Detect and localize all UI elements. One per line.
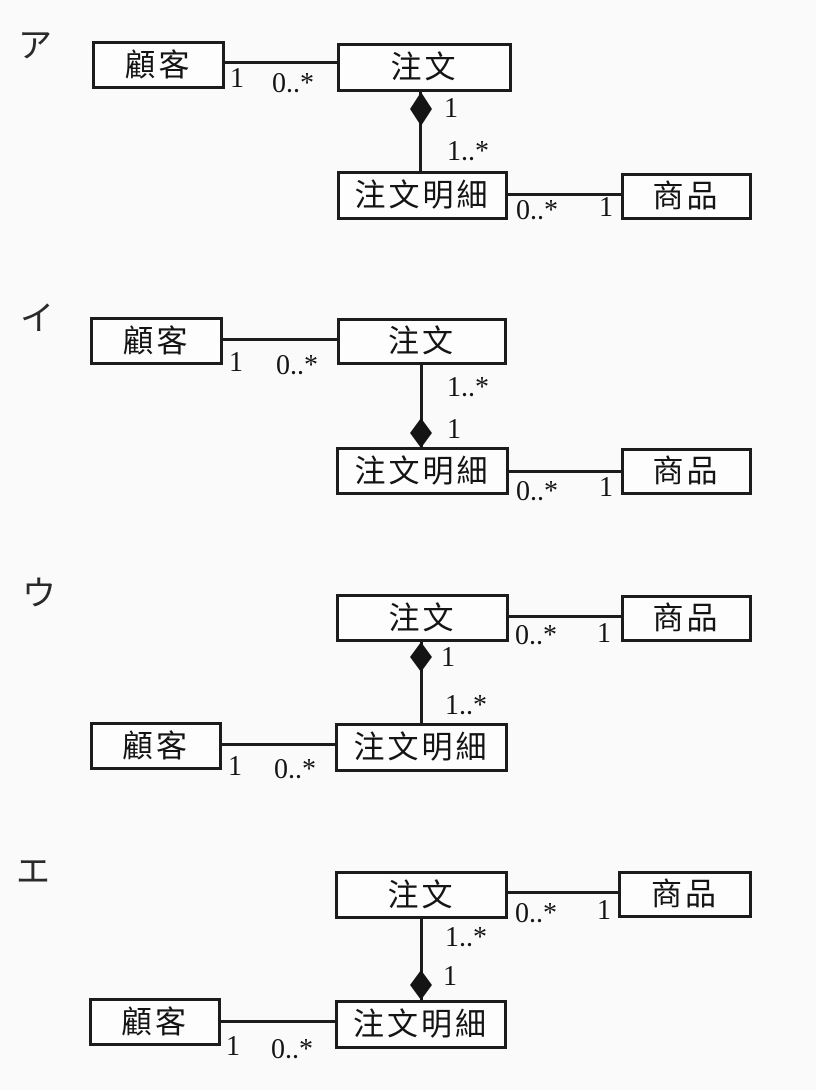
option-a-label: ア (18, 28, 52, 65)
entity-customer: 顧客 (92, 41, 225, 89)
multiplicity-label: 1 (444, 93, 458, 124)
multiplicity-label: 1 (226, 1031, 240, 1062)
multiplicity-label: 1..* (445, 922, 487, 953)
multiplicity-label: 0..* (515, 620, 557, 651)
multiplicity-label: 1 (599, 472, 613, 503)
multiplicity-label: 0..* (274, 754, 316, 785)
association-line-order-product (508, 891, 618, 894)
association-line-customer-detail (222, 743, 335, 746)
multiplicity-label: 1 (597, 895, 611, 926)
composition-diamond-icon (410, 418, 432, 448)
option-i-label: イ (20, 301, 54, 338)
entity-customer: 顧客 (90, 722, 222, 770)
entity-order-detail: 注文明細 (336, 447, 509, 495)
association-line-detail-product (509, 470, 621, 473)
entity-customer: 顧客 (90, 317, 223, 365)
entity-product: 商品 (621, 595, 752, 642)
multiplicity-label: 1 (230, 63, 244, 94)
composition-diamond-icon (410, 642, 432, 672)
multiplicity-label: 1 (597, 618, 611, 649)
composition-diamond-icon (410, 92, 432, 126)
entity-order-detail: 注文明細 (335, 723, 508, 772)
multiplicity-label: 1..* (447, 136, 489, 167)
multiplicity-label: 1 (228, 751, 242, 782)
entity-product: 商品 (621, 448, 752, 495)
composition-line-order-detail (420, 642, 423, 723)
multiplicity-label: 1 (229, 347, 243, 378)
multiplicity-label: 1 (441, 642, 455, 673)
composition-line-order-detail (419, 92, 422, 171)
composition-line-order-detail (420, 919, 423, 1000)
multiplicity-label: 0..* (515, 898, 557, 929)
multiplicity-label: 0..* (516, 476, 558, 507)
association-line-customer-order (225, 61, 337, 64)
entity-order-detail: 注文明細 (335, 1000, 507, 1049)
entity-order: 注文 (336, 594, 509, 642)
entity-product: 商品 (618, 871, 752, 918)
entity-order: 注文 (335, 871, 508, 919)
option-e-label: エ (16, 854, 50, 891)
entity-order: 注文 (337, 318, 507, 365)
multiplicity-label: 0..* (271, 1034, 313, 1065)
association-line-customer-detail (221, 1020, 335, 1023)
multiplicity-label: 0..* (276, 350, 318, 381)
multiplicity-label: 0..* (272, 68, 314, 99)
entity-customer: 顧客 (89, 998, 221, 1046)
multiplicity-label: 0..* (516, 195, 558, 226)
composition-line-order-detail (420, 365, 423, 447)
multiplicity-label: 1..* (447, 372, 489, 403)
association-line-order-product (509, 615, 621, 618)
association-line-detail-product (508, 193, 621, 196)
multiplicity-label: 1..* (445, 690, 487, 721)
association-line-customer-order (223, 338, 337, 341)
entity-order-detail: 注文明細 (337, 171, 508, 220)
multiplicity-label: 1 (443, 961, 457, 992)
entity-product: 商品 (621, 173, 752, 220)
entity-order: 注文 (337, 43, 512, 92)
multiplicity-label: 1 (447, 414, 461, 445)
composition-diamond-icon (410, 970, 432, 1000)
multiplicity-label: 1 (599, 192, 613, 223)
option-u-label: ウ (22, 576, 56, 613)
